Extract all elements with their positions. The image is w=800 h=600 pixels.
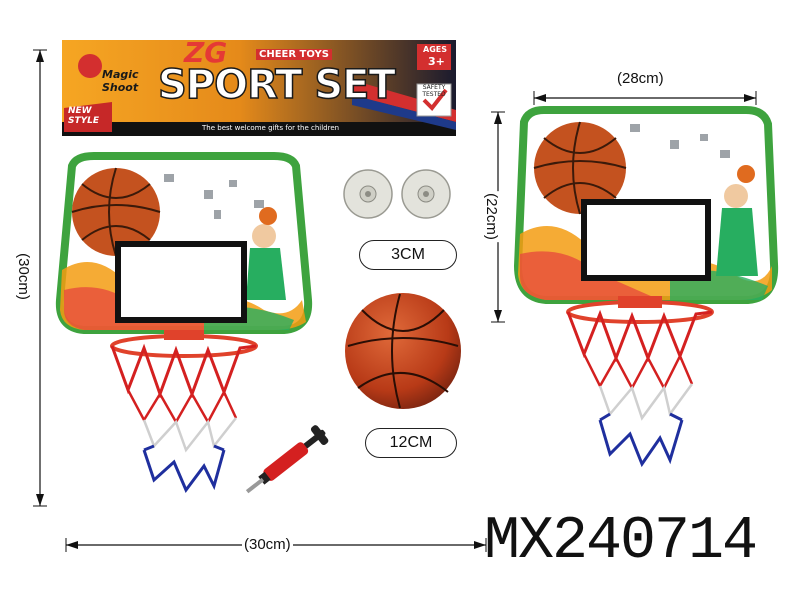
suction-cup-size-label: 3CM xyxy=(359,240,457,270)
left-height-label: (30cm) xyxy=(14,251,32,302)
suction-cups-image xyxy=(343,169,451,219)
ages-label: AGES xyxy=(423,45,447,54)
right-hoop-image xyxy=(513,106,779,468)
product-banner: ZG CHEER TOYS SPORT SET Magic Shoot NEW … xyxy=(62,36,456,136)
brand-small-text: CHEER TOYS xyxy=(256,49,332,60)
ages-value: 3+ xyxy=(428,55,445,68)
brand-logo: ZG xyxy=(184,36,228,69)
right-width-label: (28cm) xyxy=(615,70,666,87)
right-height-label: (22cm) xyxy=(482,191,500,242)
new-style-badge: NEW STYLE xyxy=(68,106,100,126)
banner-title: SPORT SET xyxy=(157,61,396,109)
banner-subtitle: Magic Shoot xyxy=(102,68,139,94)
model-code: MX240714 xyxy=(484,508,758,576)
left-hoop-image xyxy=(55,152,313,493)
basketball-image xyxy=(345,293,461,409)
air-pump-image xyxy=(245,425,329,494)
banner-tagline: The best welcome gifts for the children xyxy=(202,124,340,132)
safety-label: SAFETY TESTED xyxy=(422,84,446,98)
left-width-label: (30cm) xyxy=(242,536,293,553)
ball-size-label: 12CM xyxy=(365,428,457,458)
